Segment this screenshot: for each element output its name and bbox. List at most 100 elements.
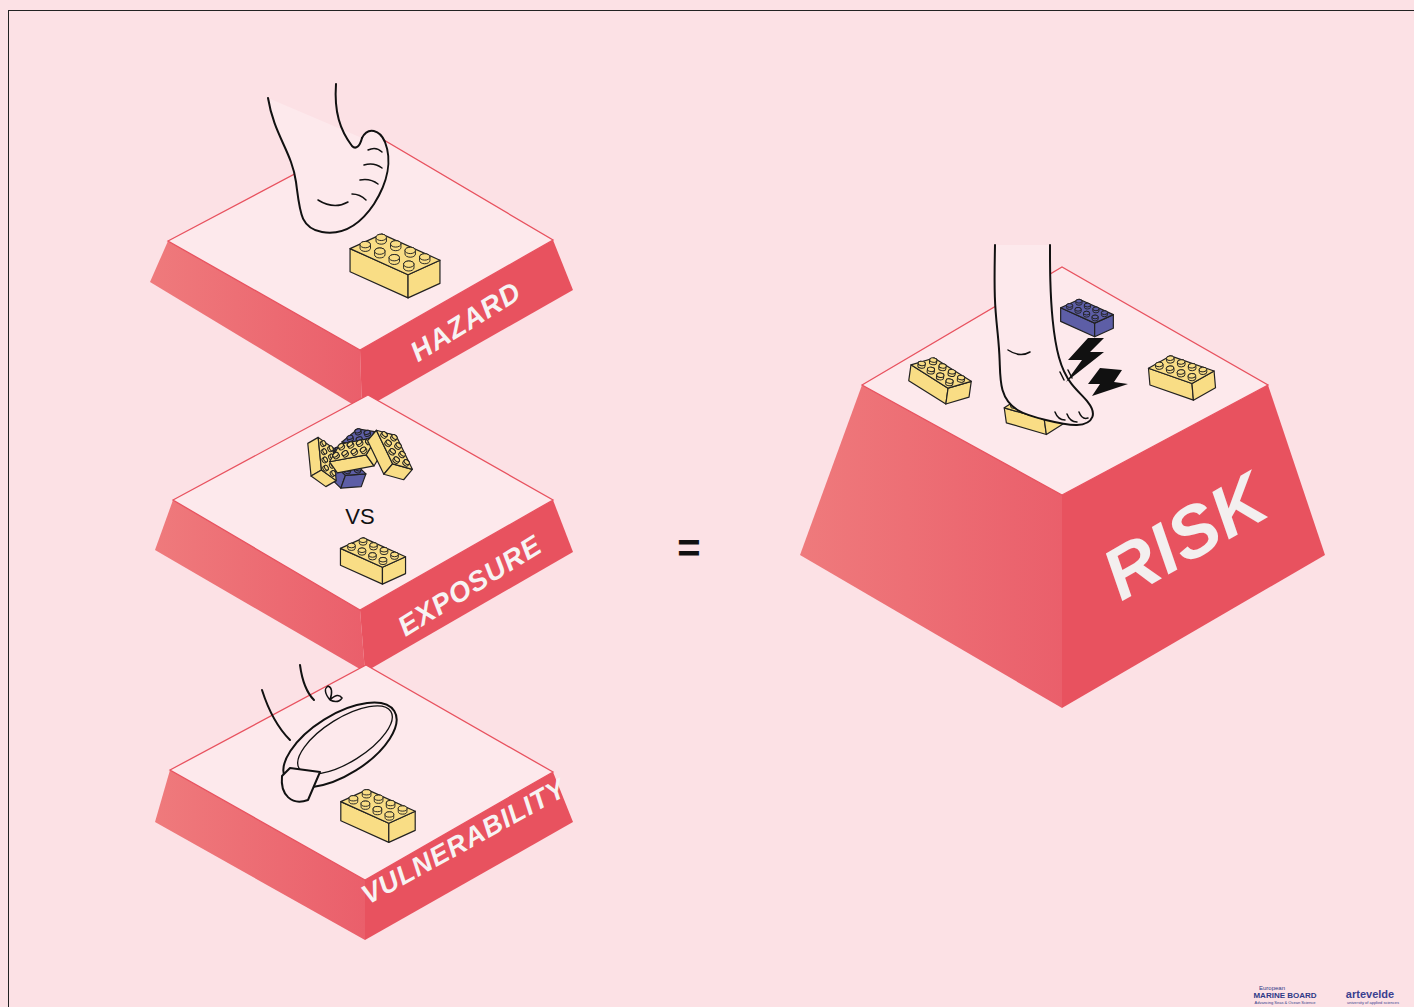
brick-stud (391, 552, 399, 559)
brick-side (382, 557, 405, 584)
brick-stud (1188, 373, 1196, 381)
brick-stud-top (376, 234, 386, 240)
brick-stud-top (1030, 398, 1037, 403)
brick-top (313, 441, 371, 481)
brick-side (311, 466, 336, 490)
brick-stud-top (404, 261, 414, 267)
brick-stud-top (370, 543, 378, 548)
brick-side (361, 437, 389, 466)
pedestal-top (170, 665, 553, 880)
brick-stud-top (331, 454, 338, 460)
brick-stud-top (332, 451, 339, 458)
toy-brick (340, 538, 405, 584)
pedestal-top (862, 267, 1268, 495)
brick-side (389, 811, 415, 842)
brick-stud (376, 234, 386, 244)
brick-stud-top (927, 367, 935, 372)
brick-stud (341, 453, 349, 461)
brick-stud (1050, 404, 1058, 411)
brick-stud (1177, 359, 1185, 367)
brick-stud-top (389, 448, 396, 455)
brick-stud (404, 261, 414, 271)
brick-stud-top (1188, 373, 1196, 378)
toy-brick (358, 424, 422, 487)
brick-stud-top (946, 378, 954, 383)
brick-stud (929, 357, 937, 365)
brick-stud (362, 790, 371, 798)
brick-stud-top (379, 557, 387, 562)
brick-front (1061, 308, 1095, 337)
shoe-heel (282, 768, 320, 802)
brick-stud-top (321, 440, 327, 446)
brick-stud (394, 442, 402, 450)
brick-stud-top (381, 431, 388, 438)
pedestal-block: VSEXPOSURE (155, 395, 573, 672)
toy-brick (309, 441, 371, 494)
brick-stud-top (1155, 362, 1163, 367)
brick-stud (1188, 363, 1196, 371)
brick-stud (359, 538, 367, 545)
brick-stud (1084, 311, 1090, 317)
brick-stud (1084, 303, 1090, 309)
shoe-sole (270, 686, 410, 805)
brick-stud (320, 448, 327, 455)
brick-stud (341, 450, 349, 458)
toe-lines (1008, 350, 1088, 422)
brick-stud (945, 378, 953, 386)
brick-stud-top (1092, 315, 1098, 319)
brick-stud-top (1166, 356, 1174, 361)
brick-stud-top (1076, 299, 1082, 303)
brick-stud (1093, 307, 1099, 313)
brick-stud-top (359, 538, 367, 543)
brick-stud (1166, 366, 1174, 374)
brick-stud-top (350, 448, 357, 455)
brick-stud-top (1010, 401, 1017, 406)
brick-stud-top (365, 437, 372, 444)
brick-top (341, 790, 415, 824)
brick-stud (364, 430, 371, 437)
brick-stud (1075, 307, 1081, 313)
brick-stud-top (369, 553, 377, 558)
brick-stud (389, 254, 399, 264)
brick-stud (936, 373, 944, 381)
brick-side (384, 457, 413, 486)
brick-stud (375, 248, 385, 258)
brick-stud (358, 548, 366, 555)
brick-stud-top (1188, 363, 1196, 368)
frame-border (9, 11, 1414, 1007)
brick-stud (1092, 315, 1098, 321)
brick-stud-top (1101, 311, 1107, 315)
brick-stud-top (391, 552, 399, 557)
leg-line (336, 84, 362, 148)
brick-stud-top (361, 801, 370, 806)
brick-top (325, 425, 382, 475)
brick-top (1003, 390, 1065, 425)
brick-stud-top (382, 433, 389, 438)
brick-stud-top (1050, 404, 1057, 409)
brick-stud-top (1020, 395, 1027, 400)
brick-stud-top (328, 445, 334, 451)
brick-stud-top (948, 369, 956, 374)
brick-stud (349, 796, 358, 804)
brick-stud-top (420, 254, 430, 260)
brick-stud-top (355, 439, 362, 446)
brick-stud (1020, 395, 1028, 402)
brick-stud-top (380, 547, 388, 552)
toy-brick (296, 434, 348, 491)
brick-side (946, 378, 971, 407)
brick-stud-top (1166, 366, 1174, 371)
brick-front (1004, 403, 1046, 440)
brick-stud (1166, 356, 1174, 364)
brick-stud (1076, 299, 1082, 305)
brick-stud (374, 439, 381, 446)
bare-foot (268, 98, 388, 233)
brick-stud-top (359, 446, 366, 453)
brick-stud-top (360, 241, 370, 247)
brick-stud-top (957, 375, 965, 380)
brick-stud (355, 439, 363, 447)
brick-stud-top (346, 441, 353, 448)
brick-stud-top (1084, 311, 1090, 315)
toy-brick (340, 420, 401, 470)
brick-side (1095, 315, 1114, 337)
toy-brick (350, 234, 440, 298)
